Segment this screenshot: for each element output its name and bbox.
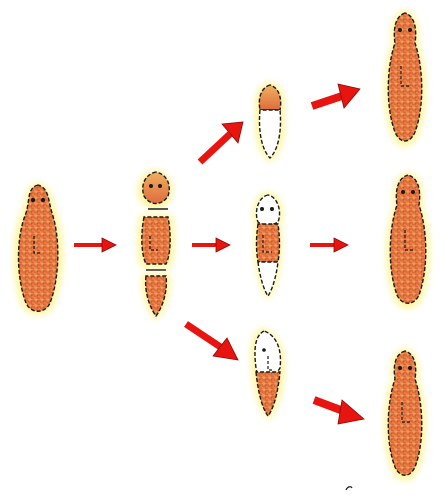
arrow-cut-to-head <box>200 122 243 162</box>
eye-spot-icon <box>270 207 274 211</box>
eye-spot-icon <box>260 207 264 211</box>
eye-spot-icon <box>149 184 153 188</box>
arrow-cut-to-trunk <box>192 238 230 252</box>
arrow-head-to-regenerated <box>312 84 360 108</box>
eye-spot-icon <box>408 28 412 32</box>
eye-spot-icon <box>398 366 402 370</box>
arrow-tail-to-regenerated <box>314 400 364 424</box>
eye-spot-icon <box>158 184 162 188</box>
intact-worm <box>14 183 63 315</box>
stray-mark <box>346 487 352 490</box>
eye-spot-icon <box>398 28 402 32</box>
arrow-trunk-to-regenerated <box>310 238 348 252</box>
eye-spot-icon <box>408 366 412 370</box>
eye-spot-icon <box>411 190 415 194</box>
head-fragment <box>255 82 284 162</box>
trunk-piece <box>142 217 170 264</box>
tail-piece <box>146 276 167 316</box>
tail-fragment <box>251 328 284 420</box>
eye-spot-icon <box>31 198 35 202</box>
eye-spot-icon <box>41 198 45 202</box>
regenerated-from-head <box>385 10 426 146</box>
regenerated-from-tail <box>385 348 426 481</box>
amputated-worm <box>138 170 174 320</box>
arrow-cut-to-tail <box>186 324 238 360</box>
arrow-intact-to-cut <box>74 238 116 252</box>
regenerated-from-trunk <box>387 172 430 309</box>
trunk-fragment <box>253 192 282 300</box>
eye-spot-icon <box>262 348 266 352</box>
eye-spot-icon <box>401 190 405 194</box>
